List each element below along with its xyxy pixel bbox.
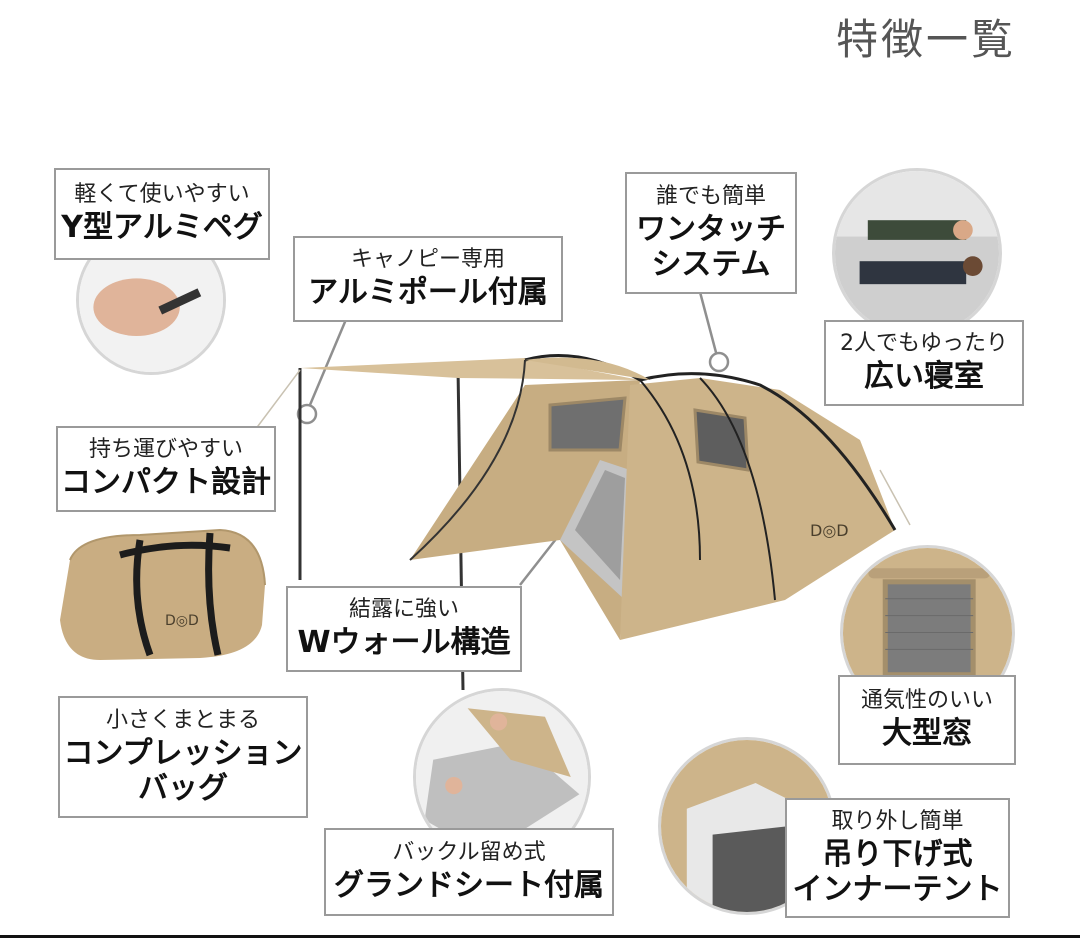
bag-logo: D◎D bbox=[165, 613, 199, 629]
feature-label-wwall: 結露に強い Wウォール構造 bbox=[286, 586, 522, 672]
inner-tent-photo bbox=[658, 737, 836, 915]
callout-line-pole bbox=[305, 309, 352, 413]
feature-main: コンパクト設計 bbox=[61, 465, 271, 501]
feature-main-line1: コンプレッション bbox=[63, 736, 303, 772]
feature-sub: 持ち運びやすい bbox=[88, 437, 243, 463]
guy-lines bbox=[254, 369, 911, 526]
feature-main-line2: バッグ bbox=[138, 770, 228, 806]
feature-main: 広い寝室 bbox=[864, 359, 984, 395]
tent-logo: D◎D bbox=[810, 521, 849, 540]
bottom-divider bbox=[0, 935, 1080, 938]
feature-label-bedroom: 2人でもゆったり 広い寝室 bbox=[824, 320, 1024, 406]
feature-main: Y型アルミペグ bbox=[61, 210, 263, 246]
feature-main-line2: インナーテント bbox=[792, 871, 1003, 907]
feature-sub: 結露に強い bbox=[348, 597, 459, 623]
feature-label-groundsheet: バックル留め式 グランドシート付属 bbox=[324, 828, 614, 916]
feature-sub: 通気性のいい bbox=[860, 688, 993, 714]
feature-label-pole: キャノピー専用 アルミポール付属 bbox=[293, 236, 563, 322]
feature-label-inner: 取り外し簡単 吊り下げ式 インナーテント bbox=[785, 798, 1010, 918]
callout-dot-onetouch bbox=[708, 351, 730, 373]
page-title: 特徴一覧 bbox=[835, 15, 1016, 64]
feature-sub: 取り外し簡単 bbox=[831, 808, 964, 834]
feature-sub: 軽くて使いやすい bbox=[74, 182, 250, 208]
feature-sub: 2人でもゆったり bbox=[840, 331, 1008, 357]
feature-main-line1: ワンタッチ bbox=[636, 212, 786, 248]
feature-label-peg: 軽くて使いやすい Y型アルミペグ bbox=[54, 168, 270, 260]
feature-sub: 誰でも簡単 bbox=[655, 183, 766, 209]
bedroom-people-icon bbox=[835, 171, 999, 335]
feature-sub: バックル留め式 bbox=[392, 840, 546, 866]
feature-label-onetouch: 誰でも簡単 ワンタッチ システム bbox=[625, 172, 797, 294]
feature-label-window: 通気性のいい 大型窓 bbox=[838, 675, 1016, 765]
compression-bag: D◎D bbox=[60, 528, 266, 660]
feature-main: アルミポール付属 bbox=[308, 275, 548, 311]
callout-line-onetouch bbox=[698, 291, 720, 361]
tent-body: D◎D bbox=[300, 354, 897, 640]
feature-main: 大型窓 bbox=[882, 716, 972, 752]
feature-main: グランドシート付属 bbox=[334, 868, 604, 904]
feature-sub: キャノピー専用 bbox=[350, 247, 505, 273]
feature-sub: 小さくまとまる bbox=[105, 707, 260, 733]
feature-main-line2: システム bbox=[651, 246, 771, 282]
inner-tent-icon bbox=[661, 740, 833, 912]
callout-dot-pole bbox=[296, 403, 318, 425]
feature-main: Wウォール構造 bbox=[297, 625, 511, 661]
feature-label-compact: 持ち運びやすい コンパクト設計 bbox=[56, 426, 276, 512]
feature-main-line1: 吊り下げ式 bbox=[822, 837, 973, 873]
feature-label-bag: 小さくまとまる コンプレッション バッグ bbox=[58, 696, 308, 818]
bedroom-photo bbox=[832, 168, 1002, 338]
